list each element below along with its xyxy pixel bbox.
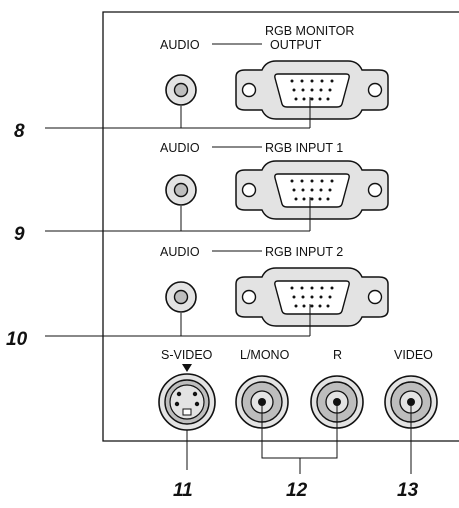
audio-label-2: AUDIO [160,141,200,155]
callout-number-8: 8 [14,121,25,142]
r-label: R [333,348,342,362]
callout-number-13: 13 [397,480,419,501]
rgb-input-1-label: RGB INPUT 1 [265,141,343,155]
callout-number-11: 11 [173,480,193,501]
callout-number-10: 10 [6,329,28,350]
rgb-input-2-label: RGB INPUT 2 [265,245,343,259]
rgb-input-2-connector [235,267,389,327]
callout-number-9: 9 [14,224,25,245]
audio-label-3: AUDIO [160,245,200,259]
panel-outline [102,11,459,442]
audio-label-1: AUDIO [160,38,200,52]
rgb-input-1-connector [235,160,389,220]
callout-12-bracket [261,402,338,474]
callout-number-12: 12 [286,480,308,501]
rgb-monitor-output-connector [235,60,389,120]
s-video-label: S-VIDEO [161,348,213,362]
audio-jack-3 [165,281,197,313]
rgb-monitor-label-line2: OUTPUT [270,38,322,52]
video-label: VIDEO [394,348,433,362]
audio-jack-2 [165,174,197,206]
audio-jack-1 [165,74,197,106]
s-video-port [158,373,216,431]
rgb-monitor-label-line1: RGB MONITOR [265,24,354,38]
s-video-marker-triangle [182,364,192,372]
l-mono-label: L/MONO [240,348,290,362]
